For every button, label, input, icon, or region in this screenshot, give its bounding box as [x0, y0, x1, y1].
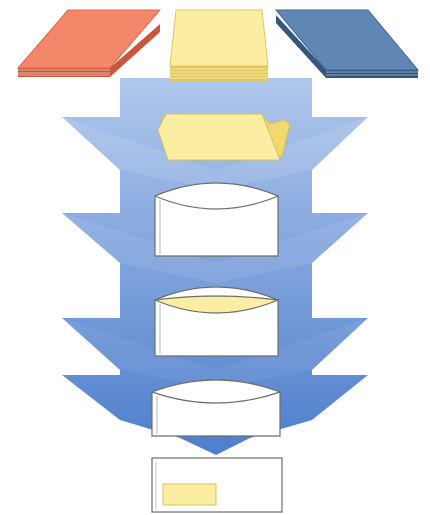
stack-red-icon	[16, 9, 162, 77]
filter-empty-icon	[154, 182, 279, 257]
flow-arrow	[62, 78, 368, 455]
filter-partial-icon	[152, 286, 281, 357]
stack-blue-icon	[274, 9, 420, 78]
filter-result-icon	[151, 379, 281, 437]
output-box-icon	[151, 457, 283, 513]
folder-icon	[157, 113, 291, 161]
stack-yellow-icon	[169, 9, 269, 81]
